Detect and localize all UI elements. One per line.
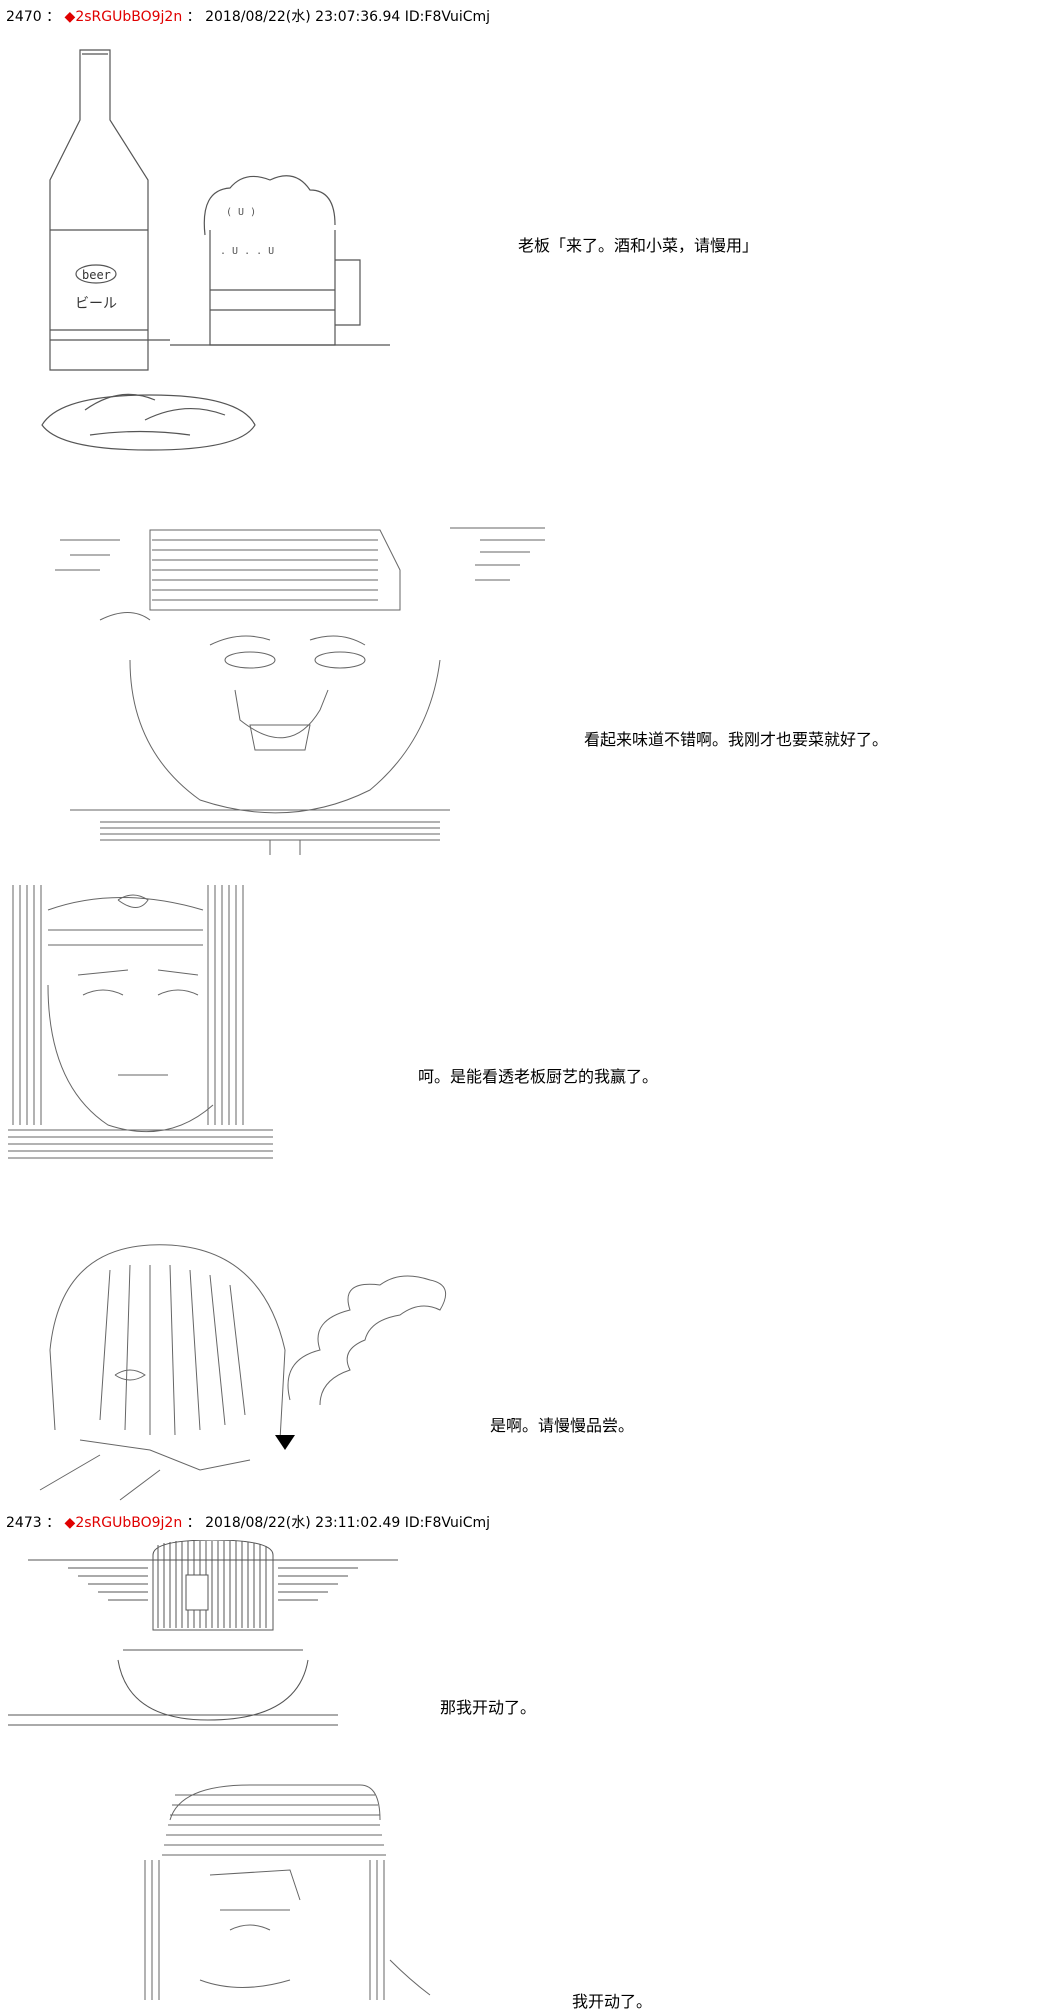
dialogue-line: 我开动了。: [572, 1992, 653, 2011]
character-bandana-art: [55, 527, 545, 855]
separator: ：: [46, 9, 61, 25]
post-header: 2470 ： ◆2sRGUbBO9j2n ： 2018/08/22(水) 23:…: [6, 6, 490, 26]
trip-diamond-icon: ◆: [64, 9, 76, 25]
beer-bottle-art: beer ビール ( U ) . U . . U: [41, 49, 390, 451]
tripcode[interactable]: 2sRGUbBO9j2n: [75, 1515, 183, 1531]
separator: ：: [186, 9, 201, 25]
post-datetime: 2018/08/22(水) 23:07:36.94 ID:F8VuiCmj: [205, 9, 491, 25]
character-cap-art: [144, 1784, 431, 2000]
post-number: 2470: [6, 9, 42, 25]
svg-text:( U ): ( U ): [226, 207, 256, 218]
svg-text:. U . . U: . U . . U: [220, 246, 274, 257]
post-datetime: 2018/08/22(水) 23:11:02.49 ID:F8VuiCmj: [205, 1515, 491, 1531]
dialogue-line: 老板「来了。酒和小菜，请慢用」: [518, 236, 759, 255]
bottle-kana: ビール: [75, 296, 117, 312]
dialogue-line: 看起来味道不错啊。我刚才也要菜就好了。: [584, 730, 889, 749]
separator: ：: [186, 1515, 201, 1531]
dialogue-line: 呵。是能看透老板厨艺的我赢了。: [418, 1067, 659, 1086]
character-smoking-art: [39, 1244, 447, 1501]
dialogue-line: 是啊。请慢慢品尝。: [490, 1416, 635, 1435]
trip-diamond-icon: ◆: [64, 1515, 76, 1531]
character-hat-art: [8, 1540, 398, 1726]
bottle-label: beer: [82, 268, 111, 282]
character-headband-art: [8, 885, 273, 1159]
post-number: 2473: [6, 1515, 42, 1531]
tripcode[interactable]: 2sRGUbBO9j2n: [75, 9, 183, 25]
separator: ：: [46, 1515, 61, 1531]
dialogue-line: 那我开动了。: [440, 1698, 537, 1717]
post-header: 2473 ： ◆2sRGUbBO9j2n ： 2018/08/22(水) 23:…: [6, 1512, 490, 1532]
